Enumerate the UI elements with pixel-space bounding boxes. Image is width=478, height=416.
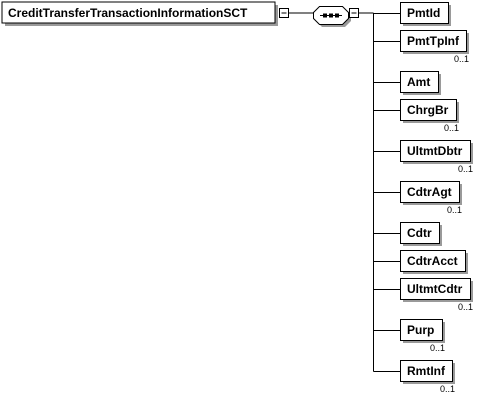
connector-lines — [289, 12, 401, 372]
child-element-pmtid[interactable]: PmtId — [400, 2, 452, 27]
child-element-label: CdtrAgt — [407, 185, 452, 199]
child-element-cdtr[interactable]: Cdtr — [400, 222, 443, 247]
child-element-box — [400, 250, 466, 272]
compositor-collapse-toggle[interactable] — [349, 8, 359, 18]
child-element-label: PmtTpInf — [407, 34, 460, 48]
child-element-label: Amt — [407, 75, 430, 89]
child-element-box — [400, 30, 467, 52]
child-element-box — [400, 319, 443, 341]
child-element-box — [400, 2, 449, 24]
child-element-ultmtdbtr[interactable]: UltmtDbtr 0..1 — [400, 140, 474, 175]
child-element-box — [400, 222, 440, 244]
child-element-label: Cdtr — [407, 226, 432, 240]
sequence-compositor[interactable] — [313, 6, 352, 28]
child-element-box — [400, 181, 460, 203]
cardinality-label: 0..1 — [458, 302, 473, 312]
child-element-pmttpinf[interactable]: PmtTpInf 0..1 — [400, 30, 470, 65]
cardinality-label: 0..1 — [440, 384, 455, 394]
child-element-label: PmtId — [407, 6, 440, 20]
child-element-box — [400, 71, 439, 93]
cardinality-label: 0..1 — [444, 123, 459, 133]
child-element-cdtragt[interactable]: CdtrAgt 0..1 — [400, 181, 463, 216]
child-element-label: UltmtCdtr — [407, 282, 463, 296]
child-element-box — [400, 140, 471, 162]
child-element-box — [400, 99, 457, 121]
child-element-purp[interactable]: Purp 0..1 — [400, 319, 446, 354]
root-element-box — [1, 1, 276, 24]
root-collapse-toggle[interactable] — [279, 8, 289, 18]
child-element-label: CdtrAcct — [407, 254, 458, 268]
child-element-label: UltmtDbtr — [407, 144, 463, 158]
cardinality-label: 0..1 — [447, 205, 462, 215]
child-element-rmtinf[interactable]: RmtInf 0..1 — [400, 360, 456, 395]
child-element-ultmtcdtr[interactable]: UltmtCdtr 0..1 — [400, 278, 474, 313]
sequence-compositor-icon — [320, 13, 342, 18]
cardinality-label: 0..1 — [458, 164, 473, 174]
child-element-cdtracct[interactable]: CdtrAcct — [400, 250, 469, 275]
child-element-amt[interactable]: Amt — [400, 71, 442, 96]
child-element-label: ChrgBr — [407, 103, 449, 117]
child-element-chrgbr[interactable]: ChrgBr 0..1 — [400, 99, 460, 134]
root-element[interactable]: CreditTransferTransactionInformationSCT — [1, 1, 278, 26]
child-elements: PmtIdPmtTpInf0..1AmtChrgBr0..1UltmtDbtr0… — [400, 2, 474, 395]
child-element-label: RmtInf — [407, 364, 446, 378]
child-element-box — [400, 360, 453, 382]
cardinality-label: 0..1 — [454, 54, 469, 64]
root-element-label: CreditTransferTransactionInformationSCT — [8, 6, 248, 20]
child-element-label: Purp — [407, 323, 434, 337]
child-element-box — [400, 278, 471, 300]
cardinality-label: 0..1 — [430, 343, 445, 353]
